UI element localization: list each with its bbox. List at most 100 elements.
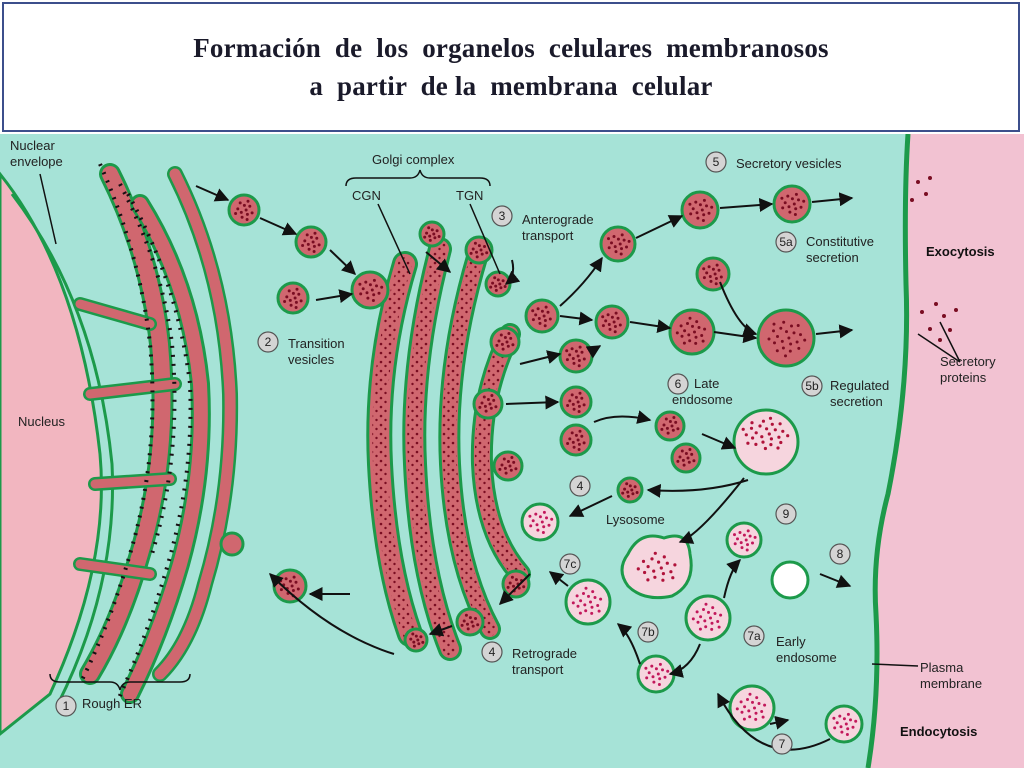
- step-number: 7: [779, 737, 786, 751]
- plasma-membrane-label-1: Plasma: [920, 660, 964, 675]
- flow-arrow: [548, 571, 569, 587]
- vesicle: [668, 308, 716, 356]
- transition-label-2: vesicles: [288, 352, 335, 367]
- flow-arrow: [678, 477, 745, 544]
- vesicle-group: [227, 184, 864, 744]
- vesicle: [520, 502, 560, 542]
- nucleus-label: Nucleus: [18, 414, 65, 429]
- vesicle: [294, 225, 328, 259]
- title-line-1: Formación de los organelos celulares mem…: [193, 33, 829, 63]
- vesicle: [272, 568, 308, 604]
- secretory-proteins-dots: [910, 176, 958, 342]
- step-number: 2: [265, 335, 272, 349]
- step-circle: [637, 621, 659, 643]
- vesicle: [654, 410, 686, 442]
- step-circle: [55, 695, 77, 717]
- flow-arrow: [713, 329, 758, 344]
- regulated-label-2: secretion: [830, 394, 883, 409]
- flow-arrow: [559, 311, 594, 326]
- step-number: 7b: [641, 625, 655, 639]
- flow-arrow: [329, 249, 357, 275]
- flow-arrow: [629, 319, 672, 334]
- step-circle: [771, 733, 793, 755]
- step-number: 5: [713, 155, 720, 169]
- anterograde-label-1: Anterograde: [522, 212, 594, 227]
- flow-arrow: [815, 324, 854, 339]
- flow-arrow: [425, 251, 452, 273]
- vesicle: [564, 578, 612, 626]
- step-number: 4: [489, 645, 496, 659]
- regulated-label-1: Regulated: [830, 378, 889, 393]
- vesicle: [636, 654, 676, 694]
- exocytosis-label: Exocytosis: [926, 244, 995, 259]
- flow-arrow: [723, 559, 741, 599]
- flow-arrow: [259, 217, 298, 236]
- nuclear-envelope: [10, 193, 114, 705]
- step-marker-s3: 3: [491, 205, 513, 227]
- flow-arrow: [559, 256, 603, 307]
- flow-arrow: [719, 197, 774, 212]
- flow-arrow: [717, 692, 831, 751]
- step-marker-s1: 1: [55, 695, 77, 717]
- step-circle: [257, 331, 279, 353]
- lysosome-label: Lysosome: [606, 512, 665, 527]
- flow-arrow: [519, 350, 562, 365]
- labels: Nuclear envelope Nucleus Golgi complex C…: [10, 138, 996, 739]
- step-number: 8: [837, 547, 844, 561]
- empty-vesicle: [770, 560, 810, 600]
- step-marker-s5b: 5b: [801, 375, 823, 397]
- early-endosome-label-1: Early: [776, 634, 806, 649]
- step-number: 4: [577, 479, 584, 493]
- step-number: 7c: [564, 557, 577, 571]
- step-marker-s5a: 5a: [775, 231, 797, 253]
- flow-arrow: [668, 643, 701, 678]
- arrow-group: [195, 185, 854, 751]
- step-marker-s4b: 4: [481, 641, 503, 663]
- step-number: 6: [675, 377, 682, 391]
- step-marker-s4a: 4: [569, 475, 591, 497]
- flow-arrow: [504, 259, 521, 285]
- step-circle: [705, 151, 727, 173]
- step-marker-s8: 8: [829, 543, 851, 565]
- flow-arrow: [701, 433, 737, 450]
- flow-arrow: [769, 715, 790, 730]
- vesicle: [350, 270, 390, 310]
- step-marker-s5: 5: [705, 151, 727, 173]
- retrograde-label-2: transport: [512, 662, 564, 677]
- retrograde-label-1: Retrograde: [512, 646, 577, 661]
- vesicle: [772, 184, 812, 224]
- vesicle: [472, 388, 504, 420]
- step-marker-s7b: 7b: [637, 621, 659, 643]
- step-circle: [775, 231, 797, 253]
- endocytosis-label: Endocytosis: [900, 724, 977, 739]
- secretory-proteins-pointer: [917, 321, 961, 363]
- step-markers: 1 2 3 4 4 5 5a 5b 6 7 7a 7b 7c 8 9: [55, 151, 851, 755]
- step-circle: [829, 543, 851, 565]
- constitutive-label-1: Constitutive: [806, 234, 874, 249]
- step-marker-s7c: 7c: [559, 553, 581, 575]
- step-number: 9: [783, 507, 790, 521]
- vesicle: [616, 476, 644, 504]
- constitutive-label-2: secretion: [806, 250, 859, 265]
- cgn-label: CGN: [352, 188, 381, 203]
- step-circle: [569, 475, 591, 497]
- plasma-membrane: [865, 134, 911, 768]
- golgi-complex-label: Golgi complex: [372, 152, 455, 167]
- step-marker-s2: 2: [257, 331, 279, 353]
- flow-arrow: [568, 495, 613, 517]
- flow-arrow: [719, 281, 758, 337]
- flow-arrow: [819, 573, 852, 588]
- nuclear-envelope-label-2: envelope: [10, 154, 63, 169]
- flow-arrow: [499, 573, 531, 605]
- vesicle: [403, 627, 429, 653]
- step-marker-s7: 7: [771, 733, 793, 755]
- title-line-2: a partir de la membrana celular: [309, 71, 713, 101]
- vesicle: [695, 256, 731, 292]
- vesicle: [558, 338, 594, 374]
- step-number: 7a: [747, 629, 761, 643]
- vesicle: [670, 442, 702, 474]
- step-circle: [667, 373, 689, 395]
- nuclear-envelope-label-1: Nuclear: [10, 138, 55, 153]
- step-number: 3: [499, 209, 506, 223]
- step-circle: [775, 503, 797, 525]
